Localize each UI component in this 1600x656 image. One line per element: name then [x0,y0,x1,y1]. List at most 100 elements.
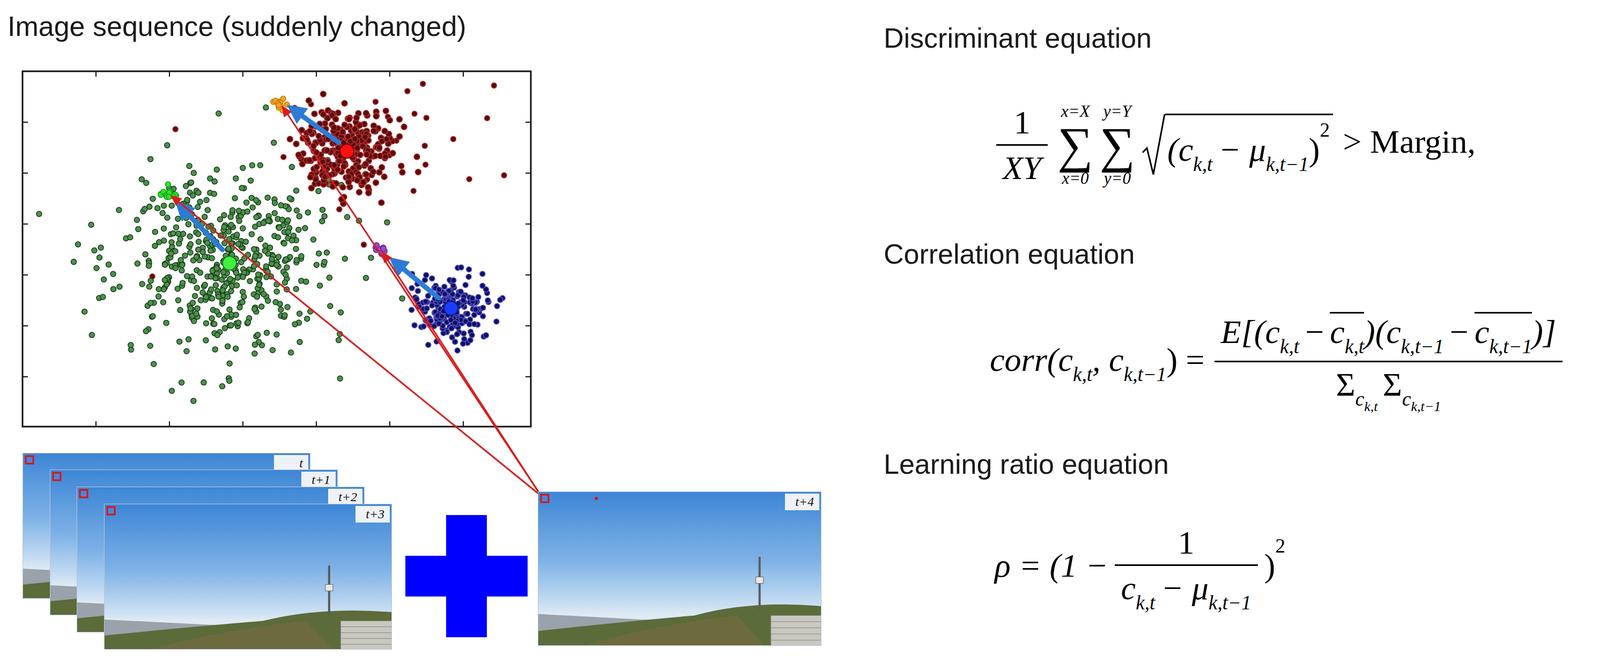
data-point [217,216,223,222]
data-point [200,249,206,255]
data-point [143,328,149,335]
summation: x=X∑x=0 [1057,102,1093,188]
data-point [425,293,431,299]
formula-text: ρ = (1 − [994,547,1109,584]
data-point [373,179,380,186]
data-point [469,332,475,338]
data-point [89,332,95,338]
data-point [336,206,343,213]
data-point [191,278,197,284]
data-point [346,116,353,123]
formula-text: c [1121,569,1137,607]
data-point [315,132,322,139]
data-point [381,128,388,135]
formula-text: 2 [1275,535,1286,558]
data-point [436,287,442,293]
data-point [273,289,280,295]
building-floor [340,644,392,646]
denominator: ck,t− μk,t−1 [1114,566,1258,616]
data-point [168,250,174,257]
data-point [306,157,313,164]
formula-text: y=Y [1103,102,1132,121]
data-point [399,169,406,176]
data-point [265,298,271,304]
data-point [168,203,175,209]
data-point [151,361,157,367]
data-point [464,311,471,317]
data-point [284,264,290,271]
data-point [252,342,258,348]
formula-text: − μ [1160,569,1209,607]
data-point [234,282,240,288]
data-point [285,229,292,235]
shift-arrow [293,109,339,143]
data-point [338,309,344,316]
data-point [319,218,325,225]
data-point [186,163,192,169]
frame-label: t+2 [328,489,363,506]
heading-text: Discriminant equation [883,22,1152,54]
data-point [365,184,372,191]
equation: 1XYx=X∑x=0y=Y∑y=0(ck,t− μk,t−1)2> Margin… [989,102,1476,189]
data-point [211,321,218,328]
formula-text: > Margin, [1343,123,1476,160]
data-point [219,383,226,390]
data-point [248,178,254,184]
data-point [243,200,250,206]
data-point [252,253,258,259]
data-point [234,232,240,238]
data-point [276,102,282,108]
data-point [372,99,379,105]
data-point [208,273,214,280]
data-point [168,388,175,394]
formula-text: k,t−1 [1410,398,1441,415]
data-point [413,153,420,160]
tower-pod [756,576,764,584]
data-point [280,154,287,160]
plus-sign [405,515,528,638]
data-point [293,188,300,194]
data-point [320,91,327,98]
data-point [363,110,369,117]
data-point [164,215,170,221]
equation-heading: Learning ratio equation [883,447,1169,481]
data-point [425,342,432,348]
formula-text: c [1355,388,1365,411]
data-point [450,136,456,142]
data-point [421,143,428,149]
data-point [354,145,361,152]
data-point [203,294,209,300]
data-point [187,249,194,256]
square-root: (ck,t− μk,t−1)2 [1141,113,1333,177]
data-point [373,113,380,120]
data-point [475,294,481,300]
data-point [193,310,199,317]
data-point [233,345,239,352]
data-point [396,133,403,140]
data-point [240,274,246,280]
data-point [289,164,295,170]
data-point [357,152,364,159]
data-point [219,298,226,304]
shift-arrows [181,109,439,299]
pixel-dot [594,497,598,501]
data-point [399,295,405,302]
data-point [116,207,122,213]
data-point [208,273,214,279]
data-point [228,322,234,329]
data-point [128,342,134,348]
formula-text: )] [1531,313,1557,351]
data-point [276,225,283,231]
data-point [264,330,270,336]
data-point [147,156,154,162]
data-point [175,216,181,222]
data-point [228,288,234,294]
data-point [143,180,150,186]
formula-text: E[(c [1220,313,1280,351]
data-point [235,241,241,247]
data-point [480,305,486,311]
data-point [134,261,140,267]
data-point [336,337,342,344]
data-point [195,190,202,196]
data-point [213,308,220,315]
